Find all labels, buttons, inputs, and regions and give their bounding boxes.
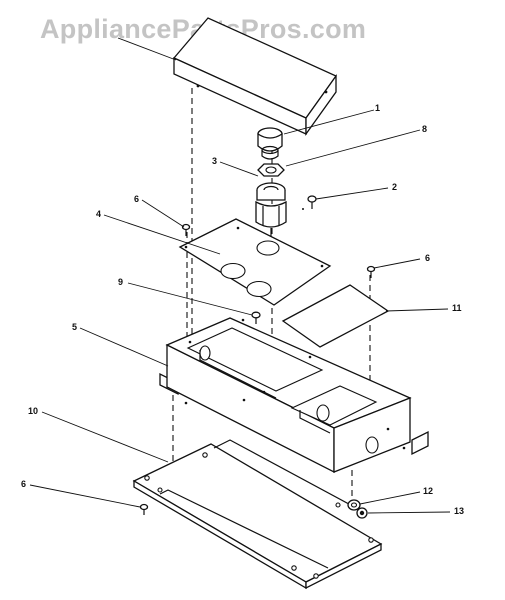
knob-cap-part [257,127,283,160]
lock-nut-part [356,507,368,519]
small-plate-part [281,284,390,348]
callout-4: 4 [96,209,102,219]
nut-part [257,163,285,177]
callout-11: 11 [452,303,462,313]
leader-lines [29,37,451,514]
callout-6-right: 6 [425,253,431,263]
grommet-part [347,499,361,511]
screw-lower-left [139,503,149,515]
callout-5: 5 [72,322,78,332]
callout-1: 1 [375,103,381,113]
callout-6-lower: 6 [21,479,27,489]
callout-6-upper: 6 [134,194,140,204]
base-plate-part [132,439,383,590]
callout-2: 2 [392,182,398,192]
callout-3: 3 [212,156,218,166]
callout-12: 12 [423,486,434,496]
callout-13: 13 [454,506,465,516]
housing-box-part [159,317,429,474]
callout-10: 10 [28,406,39,416]
part-9-screw [251,311,261,324]
screw-upper-left [181,223,191,236]
callout-8: 8 [422,124,428,134]
top-cover-part [172,17,337,137]
small-screw-part [302,195,317,210]
switch-body-part [255,182,287,240]
mounting-plate-part [178,218,332,306]
screw-right [366,265,376,278]
callout-9: 9 [118,277,124,287]
